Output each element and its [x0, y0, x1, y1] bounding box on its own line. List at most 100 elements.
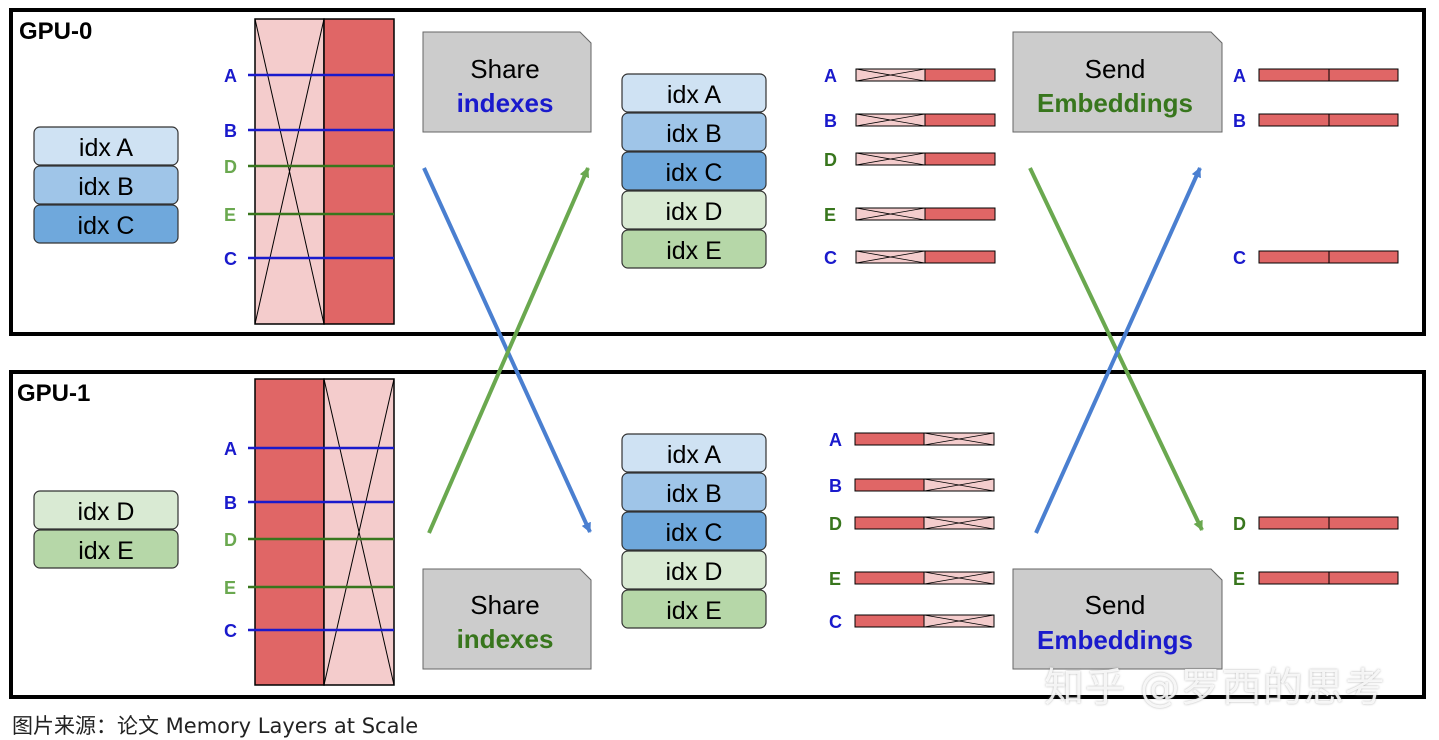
svg-text:Send: Send [1085, 54, 1146, 84]
gpu0-row-label-a: A [224, 66, 237, 86]
gpu0-partial-label-a: A [824, 66, 837, 86]
gpu0-shard-local [323, 18, 395, 325]
svg-text:idx D: idx D [666, 198, 723, 226]
gpu0-panel: GPU-0 idx A idx B idx C [9, 8, 1426, 336]
gpu0-partial-embeddings: A B D E C [824, 66, 996, 268]
gpu0-row-label-c: C [224, 249, 237, 269]
gpu1-partial-bar-d [854, 516, 995, 530]
gpu1-partial-bar-c [854, 614, 995, 628]
gpu0-send-embeddings-box: Send Embeddings [1012, 31, 1223, 133]
gpu1-label: GPU-1 [17, 380, 90, 407]
gpu0-partial-bar-c [855, 250, 996, 264]
gpu0-gathered-idx-stack: idx A idx B idx C idx D idx E [621, 73, 767, 269]
gpu1-gathered-idx-d: idx D [621, 550, 767, 590]
svg-text:idx B: idx B [78, 173, 134, 201]
gpu1-final-label-e: E [1233, 569, 1245, 589]
gpu0-final-embeddings: A B C [1233, 66, 1399, 268]
gpu0-local-idx-a: idx A [33, 126, 179, 166]
gpu1-row-label-d: D [224, 530, 237, 550]
gpu0-gathered-idx-c: idx C [621, 151, 767, 191]
gpu0-partial-bar-b [855, 113, 996, 127]
svg-text:idx A: idx A [667, 441, 722, 469]
gpu0-partial-label-d: D [824, 150, 837, 170]
gpu1-partial-label-c: C [829, 612, 842, 632]
gpu1-memory-table: A B D E C [224, 378, 395, 686]
gpu1-panel: GPU-1 idx D idx E A B D E C [9, 370, 1426, 699]
gpu0-row-label-e: E [224, 205, 236, 225]
gpu1-partial-label-a: A [829, 430, 842, 450]
gpu1-shard-local [254, 378, 325, 686]
gpu0-row-label-d: D [224, 157, 237, 177]
gpu0-label: GPU-0 [19, 18, 92, 45]
gpu0-final-label-c: C [1233, 248, 1246, 268]
gpu0-local-idx-stack: idx A idx B idx C [33, 126, 179, 244]
svg-text:idx C: idx C [666, 519, 723, 547]
gpu0-row-label-b: B [224, 121, 237, 141]
send-embeddings-arrow-gpu0-to-gpu1 [1028, 167, 1204, 531]
svg-text:indexes: indexes [457, 88, 554, 118]
gpu1-partial-bar-e [854, 571, 995, 585]
exchange-arrows [422, 167, 1204, 534]
gpu1-gathered-idx-e: idx E [621, 589, 767, 629]
gpu1-send-embeddings-box: Send Embeddings [1012, 568, 1223, 670]
svg-text:idx E: idx E [78, 537, 134, 565]
gpu1-gathered-idx-c: idx C [621, 511, 767, 551]
svg-text:idx B: idx B [666, 480, 722, 508]
gpu0-partial-bar-a [855, 68, 996, 82]
gpu1-gathered-idx-b: idx B [621, 472, 767, 512]
gpu1-partial-embeddings: A B D E C [829, 430, 995, 632]
svg-text:idx E: idx E [666, 597, 722, 625]
gpu0-share-indexes-box: Share indexes [422, 31, 592, 133]
svg-text:idx D: idx D [666, 558, 723, 586]
gpu1-local-idx-stack: idx D idx E [33, 490, 179, 569]
gpu1-row-label-a: A [224, 439, 237, 459]
gpu0-final-bar-c [1258, 250, 1399, 264]
gpu1-local-idx-d: idx D [33, 490, 179, 530]
svg-text:Embeddings: Embeddings [1037, 625, 1193, 655]
gpu1-partial-label-d: D [829, 514, 842, 534]
gpu1-final-embeddings: D E [1233, 514, 1399, 589]
svg-text:idx B: idx B [666, 120, 722, 148]
send-embeddings-arrow-gpu1-to-gpu0 [1034, 167, 1202, 534]
gpu0-gathered-idx-a: idx A [621, 73, 767, 113]
gpu0-gathered-idx-d: idx D [621, 190, 767, 230]
gpu1-row-label-e: E [224, 578, 236, 598]
gpu0-final-bar-b [1258, 113, 1399, 127]
gpu0-local-idx-b: idx B [33, 165, 179, 205]
gpu0-partial-label-b: B [824, 111, 837, 131]
gpu0-memory-table: A B D E C [224, 18, 395, 325]
figure-caption: 图片来源：论文 Memory Layers at Scale [12, 714, 419, 738]
gpu1-gathered-idx-stack: idx A idx B idx C idx D idx E [621, 433, 767, 629]
gpu0-partial-bar-d [855, 152, 996, 166]
gpu1-share-indexes-box: Share indexes [422, 568, 592, 670]
gpu1-gathered-idx-a: idx A [621, 433, 767, 473]
svg-text:Share: Share [470, 590, 539, 620]
share-indexes-arrow-gpu1-to-gpu0 [427, 167, 590, 534]
gpu1-partial-label-b: B [829, 476, 842, 496]
gpu1-row-label-b: B [224, 493, 237, 513]
gpu1-final-bar-e [1258, 571, 1399, 585]
gpu0-gathered-idx-b: idx B [621, 112, 767, 152]
svg-text:idx E: idx E [666, 237, 722, 265]
gpu0-partial-bar-e [855, 207, 996, 221]
gpu0-final-label-a: A [1233, 66, 1246, 86]
gpu1-partial-label-e: E [829, 569, 841, 589]
svg-text:idx C: idx C [666, 159, 723, 187]
gpu0-local-idx-c: idx C [33, 204, 179, 244]
gpu0-final-bar-a [1258, 68, 1399, 82]
svg-text:indexes: indexes [457, 624, 554, 654]
svg-text:Send: Send [1085, 590, 1146, 620]
gpu1-final-bar-d [1258, 516, 1399, 530]
svg-text:idx A: idx A [79, 134, 134, 162]
svg-text:idx D: idx D [78, 498, 135, 526]
gpu0-final-label-b: B [1233, 111, 1246, 131]
gpu1-final-label-d: D [1233, 514, 1246, 534]
gpu0-partial-label-c: C [824, 248, 837, 268]
gpu1-partial-bar-b [854, 478, 995, 492]
gpu1-partial-bar-a [854, 432, 995, 446]
gpu1-local-idx-e: idx E [33, 529, 179, 569]
gpu0-partial-label-e: E [824, 205, 836, 225]
svg-text:Embeddings: Embeddings [1037, 88, 1193, 118]
svg-text:idx C: idx C [78, 212, 135, 240]
